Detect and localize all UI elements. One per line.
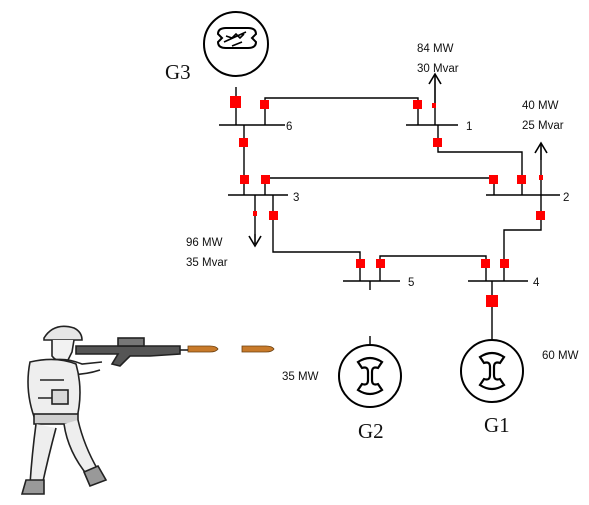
bullet-2 [241, 345, 275, 353]
generator-g2-output: 35 MW [282, 371, 319, 383]
breaker [517, 175, 526, 184]
breaker [486, 295, 498, 307]
breaker [240, 175, 249, 184]
load-1-q: 30 Mvar [417, 63, 459, 75]
breaker [489, 175, 498, 184]
line-3-5 [272, 195, 361, 281]
generator-g1-rotor [478, 351, 506, 391]
generator-g2-label: G2 [358, 419, 384, 443]
load-2-p: 40 MW [522, 100, 559, 112]
bus-3-label: 3 [293, 192, 299, 204]
bus-2-label: 2 [563, 192, 569, 204]
breaker [481, 259, 490, 268]
breaker [413, 100, 422, 109]
generator-g2-rotor [356, 356, 384, 396]
breaker [269, 211, 278, 220]
load-3-q: 35 Mvar [186, 257, 228, 269]
breaker [261, 175, 270, 184]
breaker [239, 138, 248, 147]
load-3-arrowhead [248, 235, 262, 248]
generator-g3-rotor [216, 27, 258, 49]
bus-1-label: 1 [466, 121, 472, 133]
breaker [433, 138, 442, 147]
breaker [230, 96, 241, 108]
bullet-1 [187, 345, 219, 353]
generator-g3-label: G3 [165, 60, 191, 84]
breaker [536, 211, 545, 220]
generator-g2 [338, 344, 402, 408]
bus-4-label: 4 [533, 277, 540, 289]
breaker [356, 259, 365, 268]
load-3-p: 96 MW [186, 237, 223, 249]
load-2-arrowhead [534, 141, 548, 154]
line-1-2 [437, 125, 523, 195]
load-2-q: 25 Mvar [522, 120, 564, 132]
breaker [500, 259, 509, 268]
breaker [376, 259, 385, 268]
bus-6-label: 6 [286, 121, 292, 133]
generator-g3 [203, 11, 269, 77]
generator-g1-output: 60 MW [542, 350, 579, 362]
line-6-1 [264, 97, 419, 125]
generator-g3-scribble [223, 31, 247, 47]
bus-5-label: 5 [408, 277, 414, 289]
load-1-p: 84 MW [417, 43, 454, 55]
load-1-arrowhead [428, 72, 442, 85]
soldier-figure [20, 325, 188, 495]
breaker [260, 100, 269, 109]
breaker [432, 103, 436, 108]
breaker [253, 211, 257, 216]
line-5-4 [379, 255, 487, 281]
generator-g1-label: G1 [484, 413, 510, 437]
line-3-2 [264, 177, 495, 195]
generator-g1 [460, 339, 524, 403]
line-2-4 [503, 195, 542, 281]
breaker [539, 175, 543, 180]
